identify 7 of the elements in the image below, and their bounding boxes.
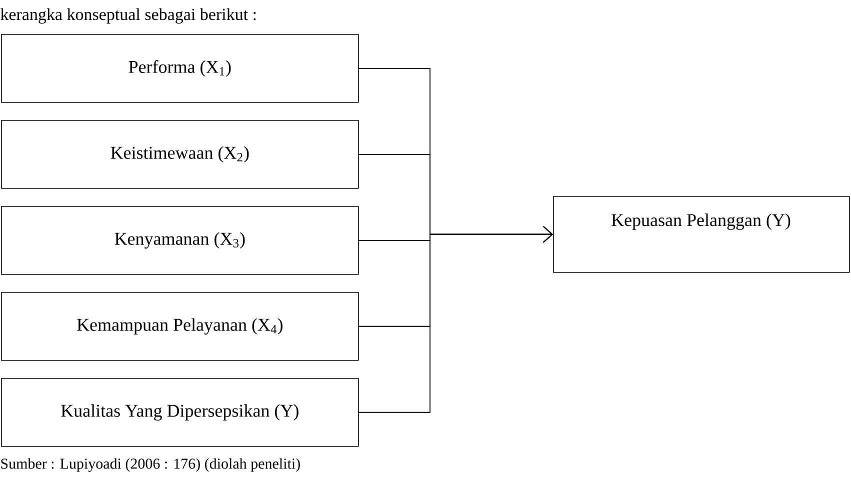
box: Performa (X$_{1}$) <box>1 34 359 103</box>
box: Kepuasan Pelanggan (Y) <box>553 196 850 273</box>
box: Kualitas Yang Dipersepsikan (Y) <box>1 378 359 447</box>
box: Kenyamanan (X$_{3}$) <box>1 206 359 275</box>
box: Kemampuan Pelayanan (X$_{4}$) <box>1 292 359 361</box>
arrow <box>358 226 553 413</box>
box: Keistimewaan (X$_{2}$) <box>1 120 359 189</box>
